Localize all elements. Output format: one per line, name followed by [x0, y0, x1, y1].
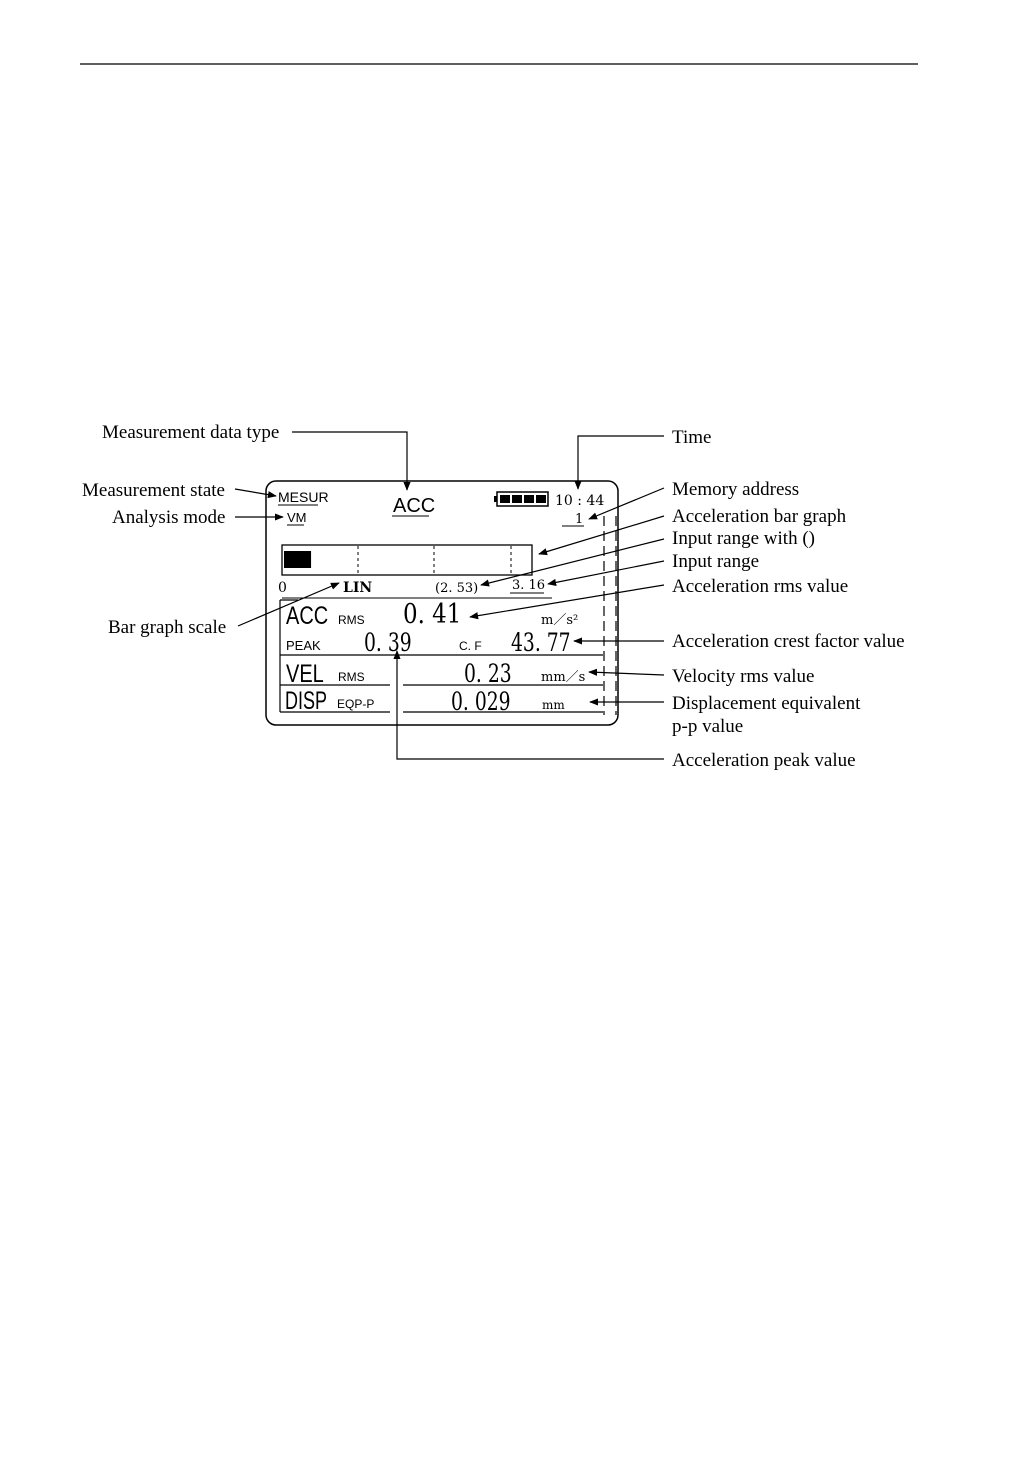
bar-fill [284, 551, 312, 568]
range-text: 3. 16 [512, 578, 545, 593]
vel-unit: mm／s [541, 670, 585, 685]
vel-label: VEL [286, 660, 324, 688]
vel-value: 0. 23 [464, 659, 512, 688]
arrow-measurement-data-type [292, 431, 411, 491]
vel-rms-label: RMS [338, 670, 365, 684]
arrow-acceleration-rms-value [469, 584, 665, 620]
label-measurement-data-type: Measurement data type [102, 422, 279, 443]
scale-type-text: LIN [343, 580, 372, 596]
cf-label: C. F [459, 639, 482, 653]
range-paren-text: (2. 53) [435, 581, 478, 596]
memory-address-text: 1 [575, 512, 583, 527]
acc-rms-value: 0. 41 [403, 598, 461, 629]
arrow-bar-graph-scale [237, 582, 340, 627]
label-acceleration-rms-value: Acceleration rms value [672, 576, 848, 597]
acceleration-bar-graph [281, 544, 533, 576]
arrow-measurement-state [234, 488, 277, 499]
arrow-time [574, 435, 664, 490]
label-displacement-equivalent: Displacement equivalent [672, 693, 861, 714]
arrow-acceleration-bar-graph [538, 515, 665, 556]
measurement-state-text: MESUR [278, 489, 329, 505]
peak-value: 0. 39 [364, 628, 412, 657]
arrow-acceleration-peak-value [393, 650, 664, 760]
disp-mode-label: EQP-P [337, 697, 374, 711]
disp-value: 0. 029 [451, 687, 511, 716]
arrow-velocity-rms-value [588, 668, 665, 676]
label-velocity-rms-value: Velocity rms value [672, 666, 814, 687]
time-text: 10 : 44 [555, 493, 604, 509]
label-time: Time [672, 427, 711, 448]
arrow-input-range [547, 560, 665, 586]
disp-unit: mm [542, 698, 565, 712]
acc-label: ACC [286, 602, 328, 630]
battery-icon [494, 491, 549, 507]
label-bar-graph-scale: Bar graph scale [108, 617, 226, 638]
acc-unit: m／s² [541, 613, 578, 628]
cf-value: 43. 77 [511, 628, 571, 657]
label-input-range: Input range [672, 551, 759, 572]
analysis-mode-text: VM [287, 510, 307, 525]
label-analysis-mode: Analysis mode [112, 507, 225, 528]
arrow-memory-address [588, 487, 665, 520]
label-memory-address: Memory address [672, 479, 799, 500]
label-acceleration-crest-factor: Acceleration crest factor value [672, 631, 905, 652]
disp-label: DISP [285, 686, 327, 715]
data-type-text: ACC [393, 495, 435, 517]
label-input-range-with-parens: Input range with () [672, 528, 815, 549]
peak-label: PEAK [286, 638, 321, 653]
arrow-input-range-with-parens [480, 538, 665, 587]
label-acceleration-bar-graph: Acceleration bar graph [672, 506, 847, 527]
label-displacement-equivalent-line2: p-p value [672, 716, 743, 737]
label-measurement-state: Measurement state [82, 480, 225, 501]
lcd-frame [265, 480, 619, 726]
acc-rms-label: RMS [338, 613, 365, 627]
scale-zero-text: 0 [278, 580, 287, 596]
label-acceleration-peak-value: Acceleration peak value [672, 750, 856, 771]
